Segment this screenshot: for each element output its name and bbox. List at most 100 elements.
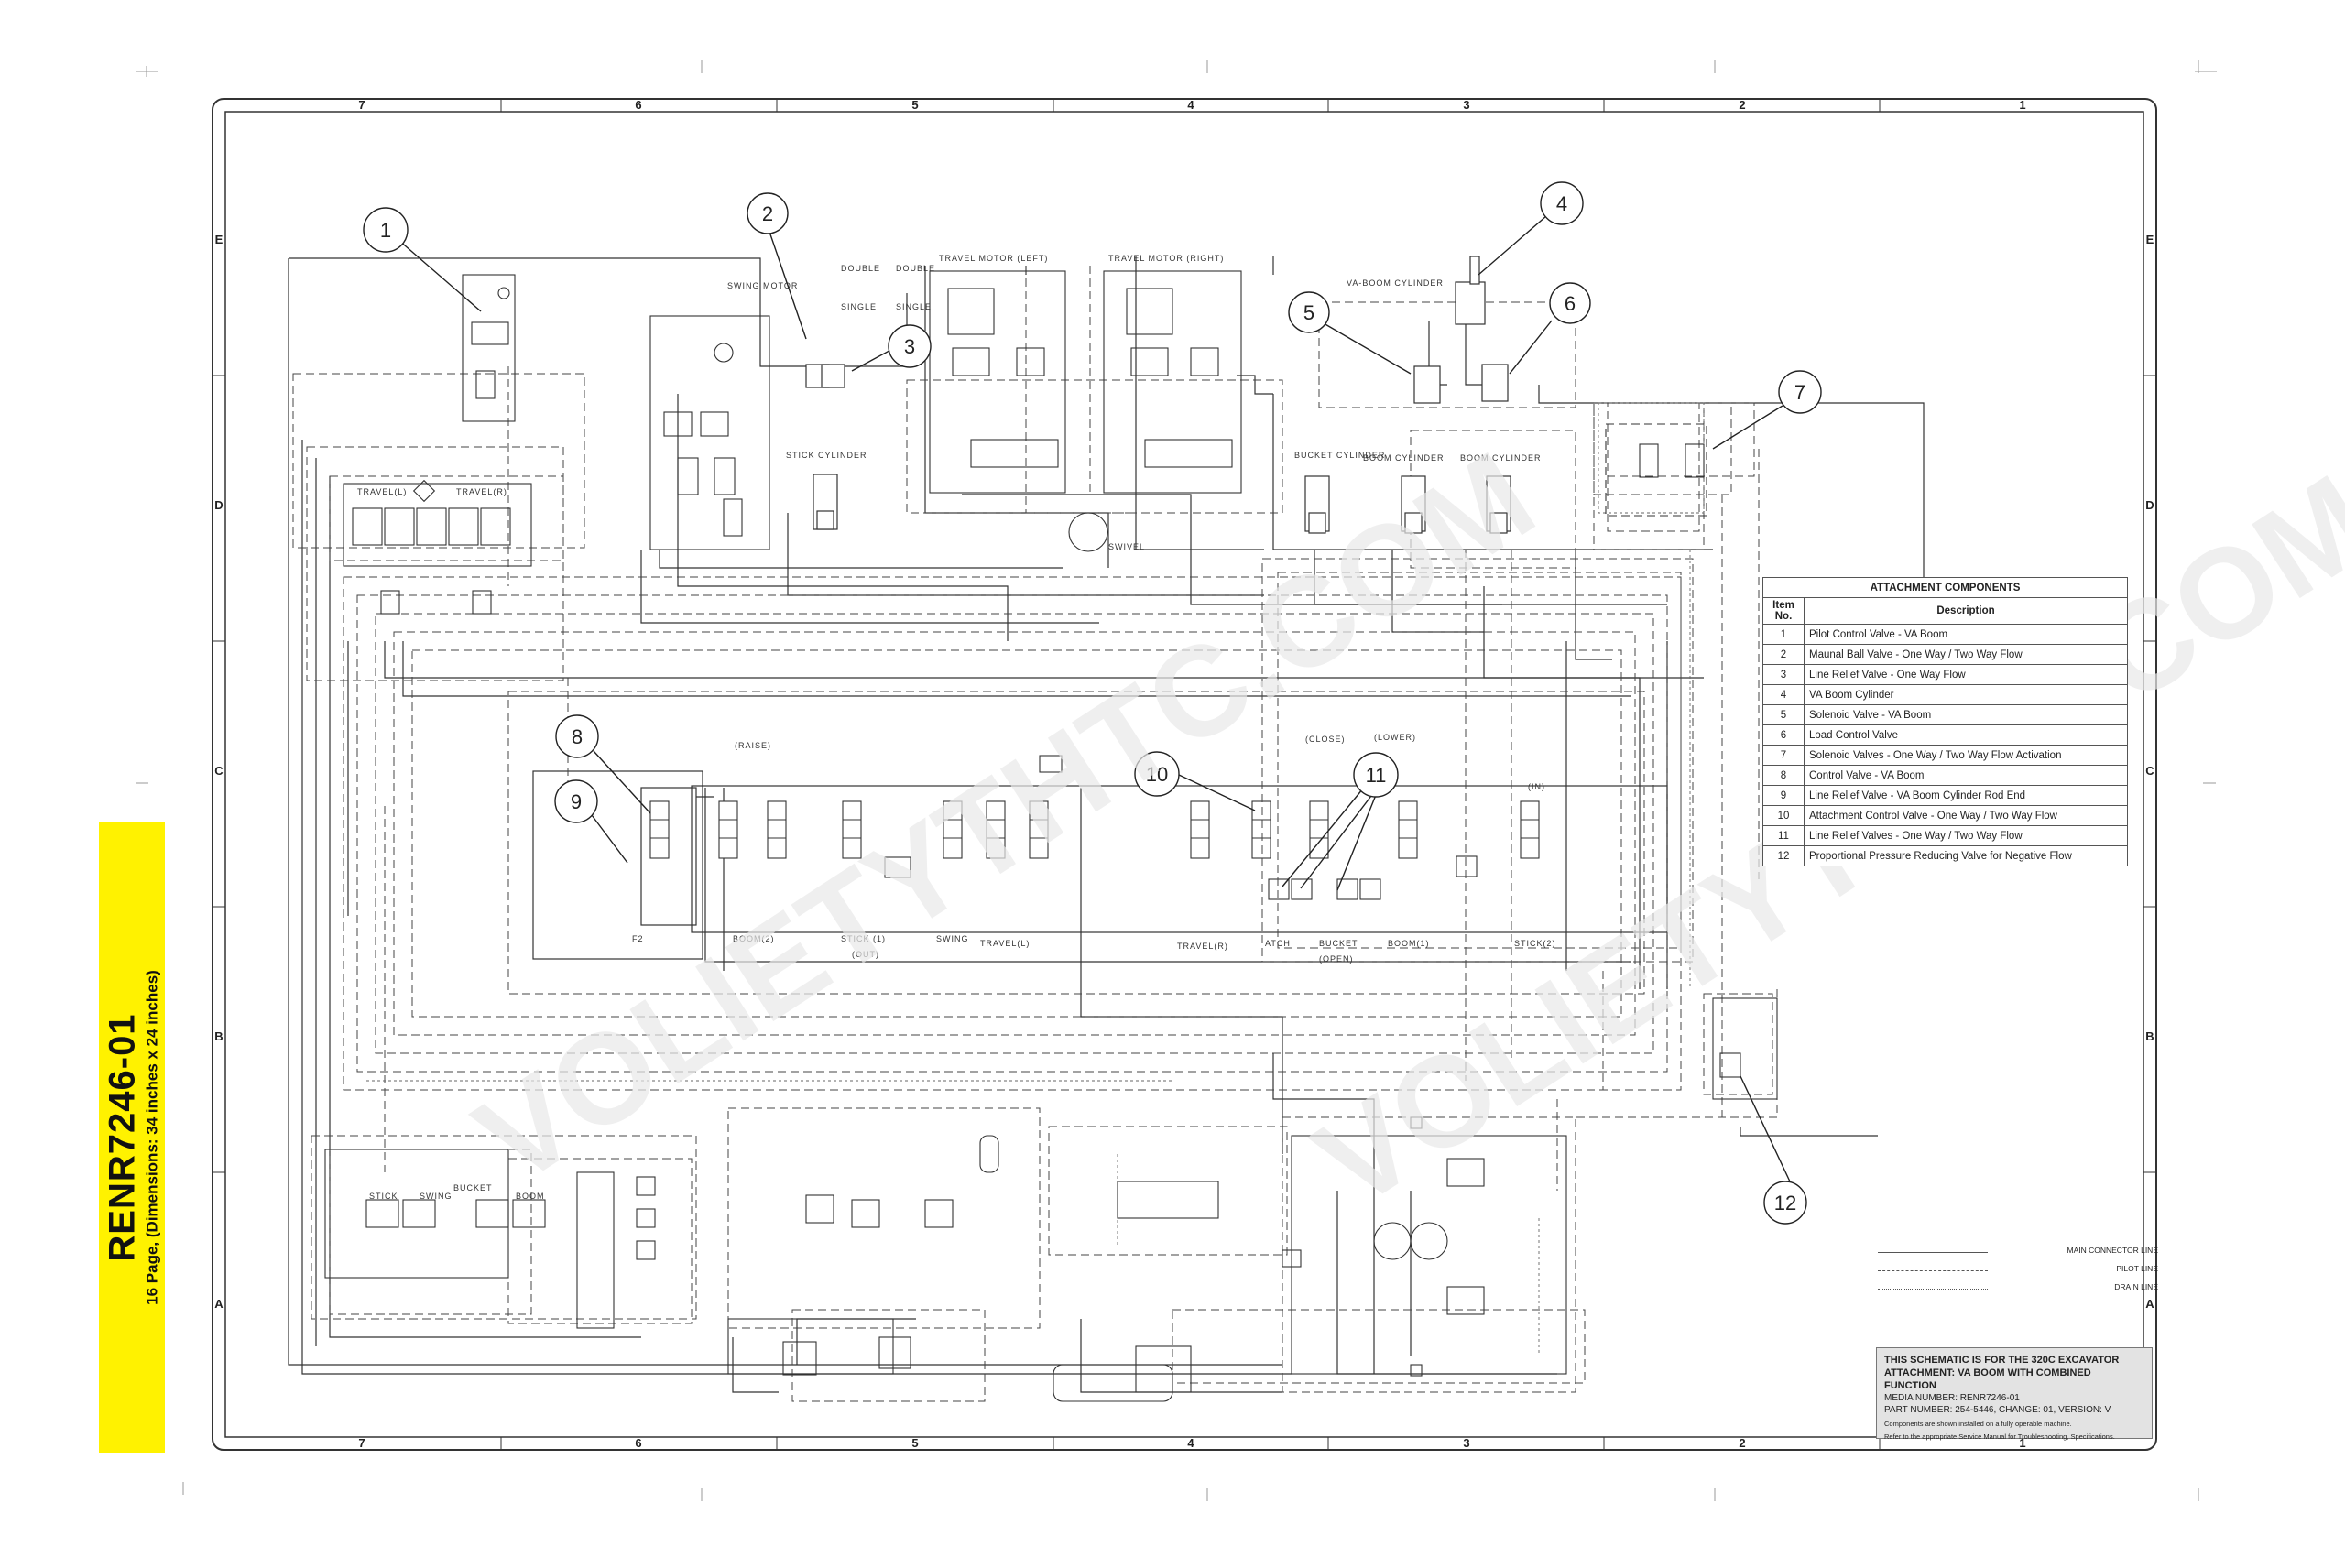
col-label: 1: [2019, 1436, 2025, 1450]
row-label: C: [2145, 764, 2154, 778]
label-travel-left: TRAVEL(L): [357, 487, 407, 496]
label-boom-cylinder: BOOM CYLINDER: [1460, 453, 1542, 463]
col-label: 5: [911, 1436, 918, 1450]
schematic-model: THIS SCHEMATIC IS FOR THE 320C EXCAVATOR: [1884, 1355, 2120, 1366]
item-desc: Load Control Valve: [1804, 724, 2128, 746]
callout-number: 7: [1794, 381, 1805, 404]
item-desc: Solenoid Valves - One Way / Two Way Flow…: [1804, 745, 2128, 766]
table-header-description: Description: [1804, 597, 2128, 625]
label-travel-right-spool: TRAVEL(R): [1177, 942, 1228, 951]
item-desc: Attachment Control Valve - One Way / Two…: [1804, 805, 2128, 826]
pilot-lines: [292, 266, 1778, 1402]
joystick-valves: [324, 1135, 1219, 1329]
label-boom1: BOOM(1): [1388, 939, 1430, 948]
legend-drain-line-sample: [1878, 1289, 1988, 1290]
label-single: SINGLE: [896, 302, 932, 311]
row-label: B: [214, 1029, 223, 1043]
legend-pilot-label: PILOT LINE: [2116, 1264, 2158, 1273]
item-no: 7: [1762, 745, 1805, 766]
cylinders: [805, 256, 1511, 534]
legend-main-line: MAIN CONNECTOR LINE: [1878, 1246, 2158, 1258]
label-double: DOUBLE: [841, 264, 880, 273]
col-label: 6: [635, 1436, 641, 1450]
callout-number: 3: [904, 335, 915, 358]
item-no: 11: [1762, 825, 1805, 846]
row-label: D: [214, 498, 223, 512]
label-travel-motor-right: TRAVEL MOTOR (RIGHT): [1108, 254, 1224, 263]
label-swivel: SWIVEL: [1108, 542, 1145, 551]
pilot-control-valve-va-boom: [462, 274, 516, 422]
label-swing-motor: SWING MOTOR: [727, 281, 798, 290]
callout-circles: [363, 181, 1822, 1225]
document-id: RENR7246-01: [102, 1013, 143, 1262]
row-label: E: [2146, 233, 2154, 246]
legend-main-line-sample: [1878, 1252, 1988, 1253]
legend-drain-line: DRAIN LINE: [1878, 1282, 2158, 1295]
item-desc: Proportional Pressure Reducing Valve for…: [1804, 845, 2128, 866]
col-label: 1: [2019, 98, 2025, 112]
inner-frame: [224, 111, 2144, 1438]
item-no: 10: [1762, 805, 1805, 826]
label-raise: (RAISE): [735, 741, 771, 750]
table-header-item: Item No.: [1762, 597, 1805, 625]
col-label: 7: [358, 1436, 365, 1450]
col-label: 7: [358, 98, 365, 112]
callout-number: 8: [572, 725, 583, 748]
main-control-valve-bank: [532, 770, 1668, 960]
col-label: 2: [1739, 1436, 1745, 1450]
page-dimensions: 16 Page, (Dimensions: 34 inches x 24 inc…: [143, 970, 161, 1305]
label-boom-cylinder: BOOM CYLINDER: [1363, 453, 1445, 463]
label-travel-left-spool: TRAVEL(L): [980, 939, 1030, 948]
title-info-box: THIS SCHEMATIC IS FOR THE 320C EXCAVATOR…: [1876, 1347, 2153, 1441]
crop-marks: [136, 60, 2217, 1501]
label-boom2: BOOM(2): [733, 934, 775, 943]
label-close: (CLOSE): [1305, 735, 1346, 744]
callout-number: 11: [1366, 764, 1387, 787]
callout-number: 12: [1774, 1192, 1796, 1214]
row-label: B: [2145, 1029, 2154, 1043]
item-no: 4: [1762, 684, 1805, 705]
part-number: PART NUMBER: 254-5446, CHANGE: 01, VERSI…: [1884, 1405, 2111, 1415]
item-no: 12: [1762, 845, 1805, 866]
row-label: E: [215, 233, 224, 246]
grid-ticks: [213, 99, 2156, 1450]
item-no: 9: [1762, 785, 1805, 806]
label-f2: F2: [632, 934, 644, 943]
col-label: 6: [635, 98, 641, 112]
item-no: 5: [1762, 704, 1805, 725]
main-lines: [288, 256, 1925, 1393]
spool-valves: [649, 755, 1540, 900]
legend-main-label: MAIN CONNECTOR LINE: [2067, 1246, 2159, 1255]
col-label: 2: [1739, 98, 1745, 112]
label-open: (OPEN): [1319, 954, 1354, 964]
tank-filter-area: [727, 1318, 1192, 1402]
callout-number: 4: [1556, 192, 1567, 215]
pprv-12: [1712, 997, 1778, 1100]
label-bucket-joystick: BUCKET: [453, 1183, 493, 1192]
col-label: 3: [1463, 98, 1469, 112]
label-double: DOUBLE: [896, 264, 935, 273]
label-stick-joystick: STICK: [369, 1192, 398, 1201]
label-swing-joystick: SWING: [420, 1192, 453, 1201]
attachment-components-table: ATTACHMENT COMPONENTS Item No. Descripti…: [1762, 577, 2128, 866]
callout-number: 9: [571, 790, 582, 813]
label-single: SINGLE: [841, 302, 877, 311]
label-bucket: BUCKET: [1319, 939, 1358, 948]
label-travel-motor-left: TRAVEL MOTOR (LEFT): [939, 254, 1048, 263]
table-title: ATTACHMENT COMPONENTS: [1762, 577, 2128, 598]
travel-motors: [929, 270, 1242, 552]
item-desc: Solenoid Valve - VA Boom: [1804, 704, 2128, 725]
item-desc: VA Boom Cylinder: [1804, 684, 2128, 705]
row-label: A: [214, 1297, 224, 1311]
outer-frame: [212, 98, 2157, 1451]
item-desc: Maunal Ball Valve - One Way / Two Way Fl…: [1804, 644, 2128, 665]
